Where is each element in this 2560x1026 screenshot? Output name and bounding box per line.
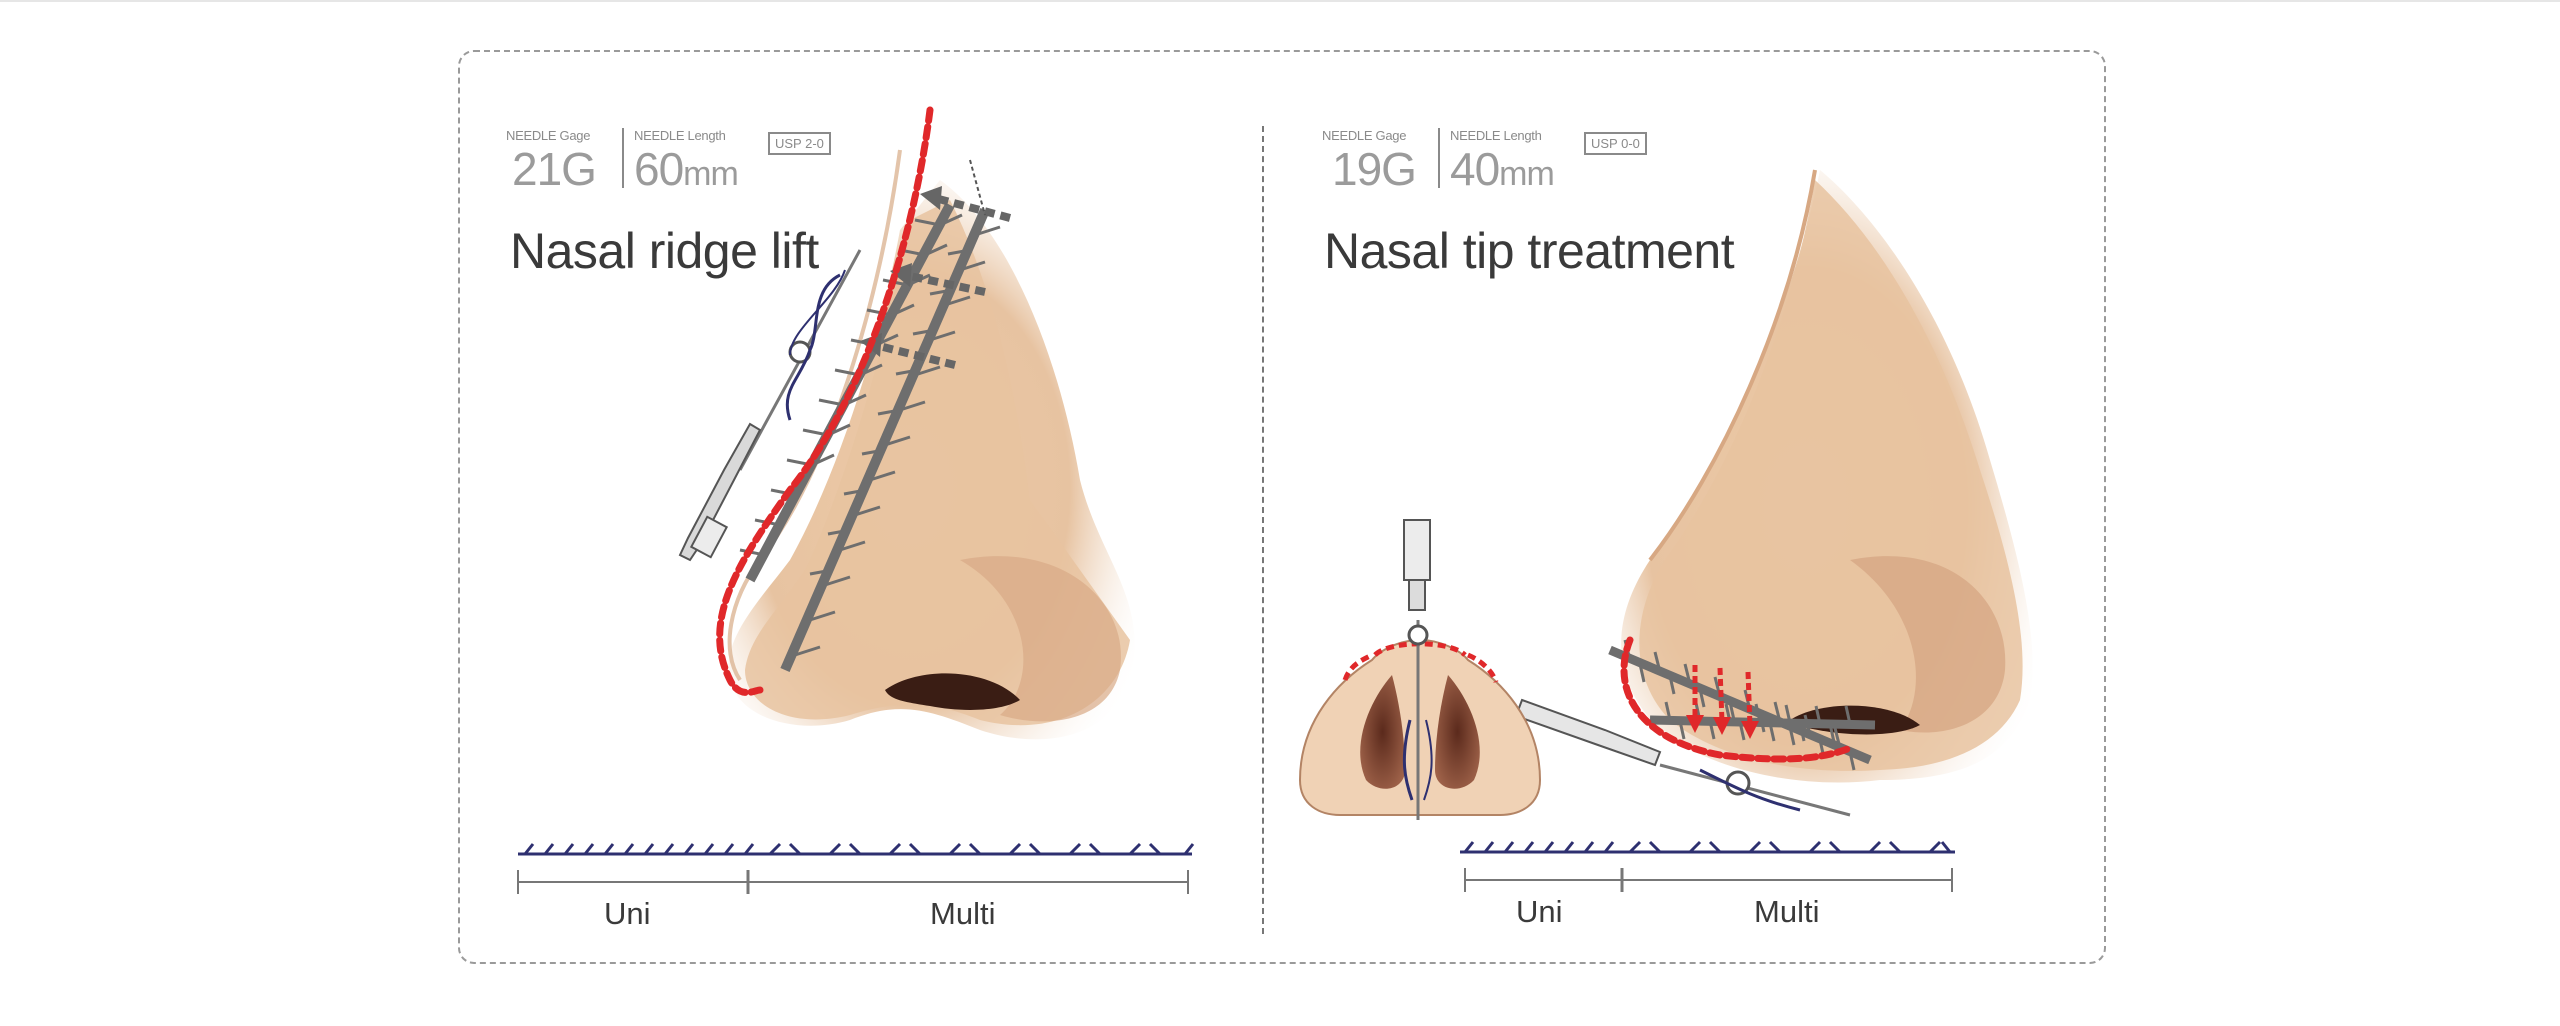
left-length-caption: NEEDLE Length — [634, 128, 726, 143]
left-scale-uni-label: Uni — [604, 896, 651, 931]
left-nostril — [885, 673, 1020, 710]
right-panel-title: Nasal tip treatment — [1324, 223, 1735, 279]
right-tip-arrows — [1692, 665, 1753, 727]
top-rule — [0, 0, 2560, 2]
right-spec-separator — [1438, 128, 1440, 188]
right-red-contour — [1620, 636, 1854, 763]
left-red-contour — [716, 106, 934, 696]
right-scale-ruler — [1464, 868, 1953, 892]
right-gauge-value: 19G — [1332, 143, 1417, 195]
right-length-caption: NEEDLE Length — [1450, 128, 1542, 143]
panel-divider — [1262, 126, 1264, 934]
right-nose-alar — [1850, 556, 2006, 733]
left-scale-multi-label: Multi — [930, 896, 996, 931]
left-cannula-needle — [678, 249, 862, 562]
left-gauge-value: 21G — [512, 143, 597, 195]
left-panel-title: Nasal ridge lift — [510, 223, 819, 279]
right-thread-strip — [1460, 840, 1955, 854]
left-thread-strip — [518, 842, 1195, 856]
left-nose-illustration — [727, 149, 1135, 740]
right-length-value: 40mm — [1450, 143, 1555, 195]
left-usp-badge: USP 2-0 — [768, 132, 831, 155]
frontal-nose-view — [1298, 519, 1542, 820]
right-cannula-needle — [1514, 698, 1851, 817]
right-gauge-caption: NEEDLE Gage — [1322, 128, 1407, 143]
left-gauge-caption: NEEDLE Gage — [506, 128, 591, 143]
left-length-value: 60mm — [634, 143, 739, 195]
left-scale-ruler — [517, 870, 1189, 894]
right-barbed-threads — [1608, 639, 1876, 771]
left-nose-alar — [960, 556, 1121, 722]
left-spec-separator — [622, 128, 624, 188]
left-lift-arrows — [874, 194, 1012, 369]
right-scale-multi-label: Multi — [1754, 894, 1820, 929]
right-usp-badge: USP 0-0 — [1584, 132, 1647, 155]
right-scale-uni-label: Uni — [1516, 894, 1563, 929]
diagram-frame — [458, 50, 2106, 964]
